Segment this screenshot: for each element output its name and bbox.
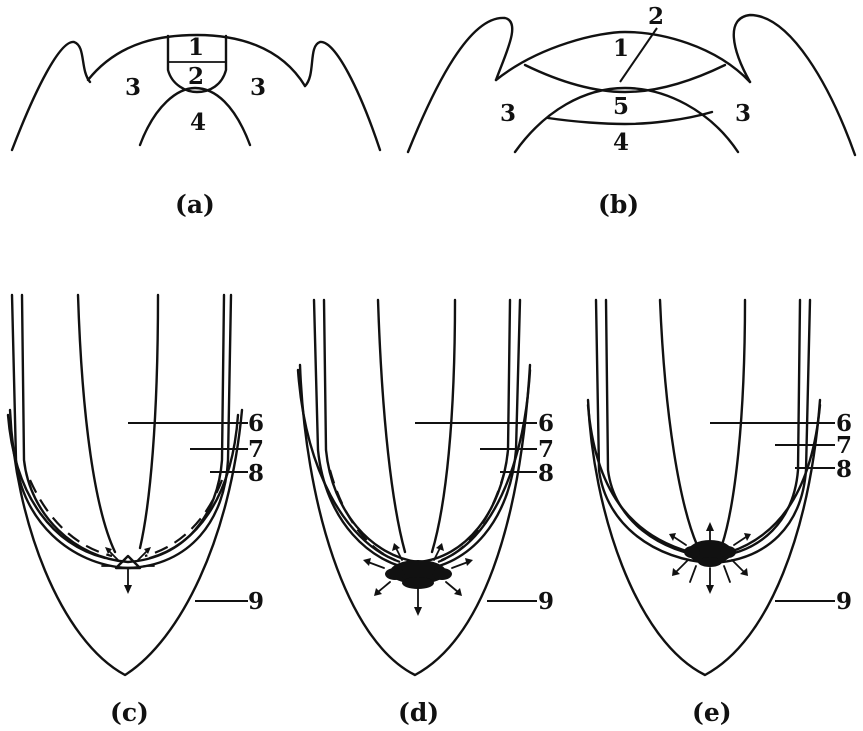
panel-e-wall-line-3 (586, 403, 692, 554)
panel-b-outer-right-lobe (732, 13, 857, 157)
panel-c-label-7: 7 (248, 436, 264, 463)
panel-b-label-2: 2 (648, 3, 664, 30)
panel-d-inner-left (376, 298, 407, 554)
panel-c-label-8: 8 (248, 460, 264, 487)
panel-d-inner-right (430, 298, 457, 554)
panel-b-label-4: 4 (613, 129, 629, 156)
panel-a-inner-arc (138, 86, 252, 147)
panel-e-label-6: 6 (836, 410, 852, 437)
panel-d-arrows (363, 543, 473, 616)
panel-d-dashed-left (328, 469, 401, 564)
panel-a-caption: (a) (175, 190, 215, 219)
panel-a-central-cell (166, 34, 228, 94)
panel-c-wall-line-4 (148, 413, 240, 560)
panel-e-wall-line-2 (604, 298, 802, 559)
panel-e-caption: (e) (692, 698, 732, 727)
panel-a: 1 2 3 3 4 (a) (10, 33, 382, 219)
panel-b-caption: (b) (598, 190, 639, 219)
panel-a-label-3-right: 3 (250, 74, 266, 101)
panel-b-label-3-right: 3 (735, 100, 751, 127)
panel-b-label-5: 5 (613, 93, 629, 120)
panel-c-arrows (101, 547, 155, 594)
panel-d-label-6: 6 (538, 410, 554, 437)
panel-c-label-9: 9 (248, 588, 264, 615)
panel-c-inner-right (138, 293, 160, 550)
panel-e-inner-left (658, 298, 699, 547)
panel-d: 6 7 8 9 (d) (296, 298, 554, 727)
panel-e-cell-cluster (684, 540, 736, 567)
panel-b-label-1: 1 (613, 35, 629, 62)
panel-e-wall-line-4 (728, 403, 822, 554)
panel-d-wall-line-3 (296, 368, 397, 562)
panel-c-wall-line-2 (20, 293, 226, 564)
panel-c-dashed-right (144, 479, 224, 558)
panel-d-cell-cluster (385, 560, 452, 589)
panel-c: 6 7 8 9 (c) (6, 293, 264, 727)
panel-e: 6 7 8 9 (e) (586, 298, 852, 727)
panel-d-label-7: 7 (538, 436, 554, 463)
panel-c-label-6: 6 (248, 410, 264, 437)
panel-c-inner-left (76, 293, 117, 554)
panel-a-label-4: 4 (190, 109, 206, 136)
panel-e-arrows (669, 522, 751, 594)
panel-b-label-3-left: 3 (500, 100, 516, 127)
panel-e-outer-wall (586, 398, 822, 677)
panel-a-label-1: 1 (188, 34, 204, 61)
panel-d-outer-wall (298, 363, 532, 677)
panel-e-label-8: 8 (836, 456, 852, 483)
panel-b: 1 2 3 3 4 5 (b) (406, 3, 857, 219)
panel-d-caption: (d) (398, 698, 439, 727)
panel-b-top-arc (494, 30, 752, 84)
panel-b-band-lower (546, 110, 714, 126)
panel-b-leader-2 (619, 27, 658, 83)
panel-d-wall-line-1 (312, 298, 522, 572)
panel-e-label-9: 9 (836, 588, 852, 615)
panel-d-dashed-right (437, 469, 507, 564)
panel-c-wall-line-3 (6, 413, 107, 560)
panel-d-label-8: 8 (538, 460, 554, 487)
panel-a-dome-arc (86, 33, 307, 88)
panel-e-label-7: 7 (836, 432, 852, 459)
panel-b-outer-left-lobe (406, 16, 514, 154)
panel-a-outer-right-lobe (303, 40, 382, 152)
panel-b-inner-arc (513, 86, 740, 154)
panel-a-label-3-left: 3 (125, 74, 141, 101)
panel-e-inner-right (720, 298, 747, 547)
panel-b-band-upper (523, 63, 727, 94)
panel-d-label-9: 9 (538, 588, 554, 615)
panel-c-caption: (c) (110, 698, 149, 727)
panel-a-outer-left-lobe (10, 40, 92, 152)
panel-a-label-2: 2 (188, 63, 204, 90)
panel-c-outer-wall (8, 408, 244, 677)
